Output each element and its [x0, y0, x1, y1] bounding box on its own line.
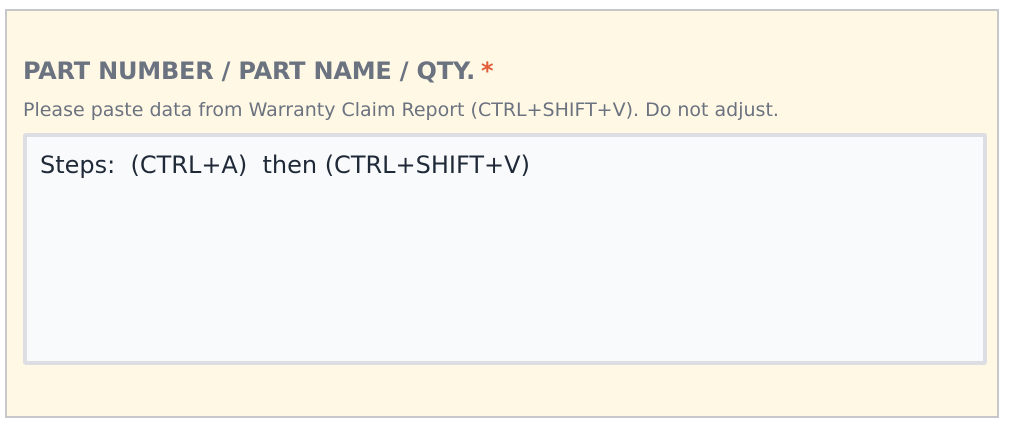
field-label: PART NUMBER / PART NAME / QTY.	[23, 57, 475, 85]
field-label-row: PART NUMBER / PART NAME / QTY. *	[23, 57, 494, 85]
field-help-text: Please paste data from Warranty Claim Re…	[23, 99, 779, 121]
form-field-panel: PART NUMBER / PART NAME / QTY. * Please …	[5, 9, 999, 418]
part-data-textarea[interactable]: Steps: (CTRL+A) then (CTRL+SHIFT+V)	[23, 133, 987, 365]
required-marker: *	[481, 57, 494, 85]
